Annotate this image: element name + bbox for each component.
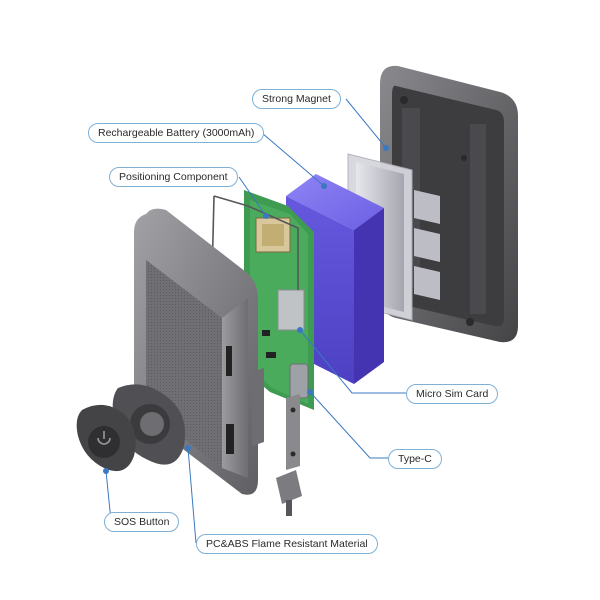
label-flame-resistant-material: PC&ABS Flame Resistant Material xyxy=(196,534,378,554)
label-strong-magnet: Strong Magnet xyxy=(252,89,341,109)
magnet-block xyxy=(414,190,440,224)
endpoint-dot xyxy=(103,468,109,474)
screw-hole xyxy=(466,318,474,326)
leader-endpoints xyxy=(103,145,389,474)
magnet-block xyxy=(414,228,440,262)
label-battery: Rechargeable Battery (3000mAh) xyxy=(88,123,265,143)
magnet-block xyxy=(414,266,440,300)
endpoint-dot xyxy=(263,213,269,219)
housing-slot xyxy=(226,346,232,376)
leader-micro-sim xyxy=(299,329,406,394)
endpoint-dot xyxy=(185,445,191,451)
label-positioning-component: Positioning Component xyxy=(109,167,238,187)
screw-hole xyxy=(400,96,408,104)
usb-connector xyxy=(276,470,302,516)
label-micro-sim-card: Micro Sim Card xyxy=(406,384,499,404)
housing-slot xyxy=(226,424,234,454)
leader-positioning xyxy=(238,176,267,217)
endpoint-dot xyxy=(321,183,327,189)
pcb-chip xyxy=(266,352,276,358)
label-sos-button: SOS Button xyxy=(104,512,180,532)
back-cover-rib xyxy=(470,124,486,314)
type-c-port xyxy=(289,363,309,399)
label-type-c: Type-C xyxy=(388,449,442,469)
power-icon xyxy=(97,437,111,445)
side-bracket xyxy=(252,368,300,470)
leader-strong-magnet xyxy=(345,98,387,149)
sim-slot xyxy=(277,289,305,331)
endpoint-dot xyxy=(383,145,389,151)
screw-hole xyxy=(461,155,467,161)
leader-battery xyxy=(261,132,325,187)
positioning-chip xyxy=(262,224,284,246)
pcb-chip xyxy=(262,330,270,336)
sos-button-assembly xyxy=(76,384,186,472)
endpoint-dot xyxy=(297,327,303,333)
circuit-board xyxy=(244,190,314,410)
leader-material xyxy=(187,447,197,544)
endpoint-dot xyxy=(307,389,313,395)
leader-type-c xyxy=(309,391,388,459)
